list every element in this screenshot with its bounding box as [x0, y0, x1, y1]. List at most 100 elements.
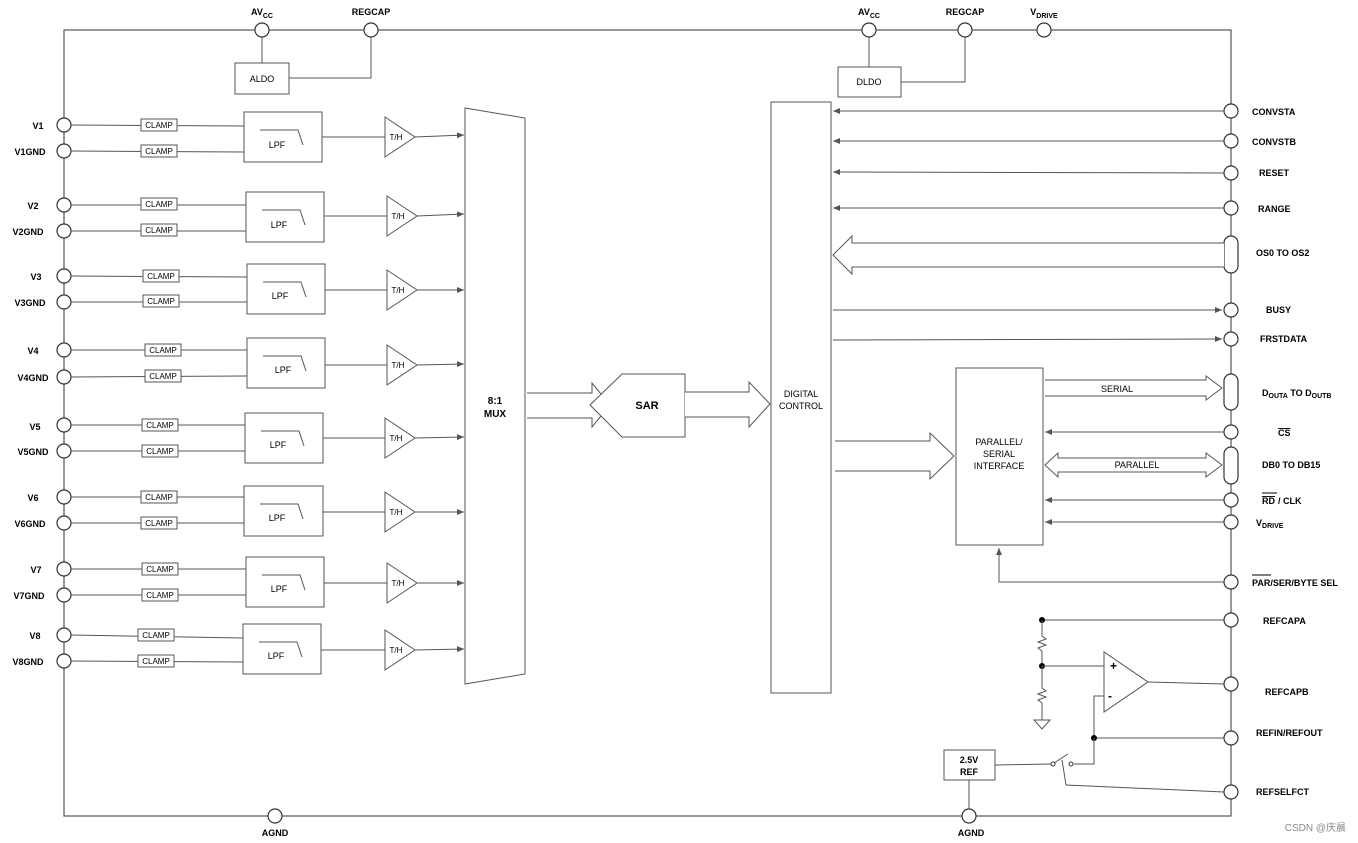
- clamp-box: [141, 418, 179, 432]
- refselfct-label: REFSELFCT: [1256, 787, 1310, 797]
- clamp-label: CLAMP: [142, 631, 170, 640]
- amp-plus: +: [1110, 659, 1117, 673]
- dldo-label: DLDO: [856, 77, 881, 87]
- digital-to-interface-bus: [835, 431, 955, 481]
- busy-pin: [1223, 302, 1239, 318]
- channel-8: V8 V8GND CLAMP CLAMP LPF T/H: [12, 623, 465, 675]
- v5gnd-label: V5GND: [17, 447, 49, 457]
- lpf-block: [246, 337, 326, 389]
- clamp-label: CLAMP: [146, 447, 174, 456]
- lpf-label: LPF: [271, 220, 288, 230]
- svg-text:VDRIVE: VDRIVE: [1030, 7, 1058, 20]
- db-bus-pin: [1223, 446, 1239, 485]
- digital-label-1: DIGITAL: [784, 389, 818, 399]
- amp-minus: -: [1108, 689, 1112, 703]
- svg-text:VDRIVE: VDRIVE: [1256, 518, 1284, 530]
- reference-buffer-amp: [1103, 651, 1149, 713]
- os-bus-arrow: [832, 234, 1224, 276]
- db-label: DB0 TO DB15: [1262, 460, 1320, 470]
- lpf-block: [244, 412, 324, 464]
- top-pin-avcc-left: AVCC: [251, 7, 273, 63]
- dout-a-label: D: [1262, 388, 1269, 398]
- agnd-pin-right: [961, 808, 977, 824]
- clamp-box: [140, 144, 178, 158]
- clamp-label: CLAMP: [147, 297, 175, 306]
- th-label: T/H: [390, 434, 403, 443]
- digital-label-2: CONTROL: [779, 401, 823, 411]
- ground-symbol: [1032, 719, 1052, 730]
- channel-1: V1 V1GND CLAMP CLAMP LPF T/H: [14, 111, 465, 163]
- convsta-label: CONVSTA: [1252, 107, 1296, 117]
- lpf-block: [243, 111, 323, 163]
- v2-label: V2: [27, 201, 38, 211]
- v5-label: V5: [29, 422, 40, 432]
- lpf-label: LPF: [269, 513, 286, 523]
- svg-text:DOUTA TO DOUTB: DOUTA TO DOUTB: [1262, 388, 1332, 400]
- track-hold-amp: [384, 491, 416, 533]
- svg-text:AVCC: AVCC: [858, 7, 880, 20]
- agnd-right-label: AGND: [958, 828, 985, 838]
- clamp-label: CLAMP: [145, 147, 173, 156]
- avcc-left-label: AV: [251, 7, 263, 17]
- th-label: T/H: [392, 361, 405, 370]
- vdrive-top-sub: DRIVE: [1036, 13, 1058, 20]
- clamp-label: CLAMP: [146, 421, 174, 430]
- dldo-block: [837, 66, 902, 98]
- dout-b-label: D: [1305, 388, 1312, 398]
- clamp-box: [142, 269, 180, 283]
- clamp-label: CLAMP: [145, 226, 173, 235]
- top-pin-regcap-left: REGCAP: [289, 7, 390, 79]
- v8gnd-label: V8GND: [12, 657, 44, 667]
- clamp-label: CLAMP: [145, 200, 173, 209]
- th-label: T/H: [392, 286, 405, 295]
- clamp-box: [140, 118, 178, 132]
- vdrive-label: V: [1256, 518, 1262, 528]
- mux-label-1: 8:1: [488, 396, 503, 407]
- track-hold-amp: [386, 195, 418, 237]
- resistor-bottom: [1036, 687, 1048, 704]
- lpf-block: [245, 556, 325, 608]
- th-label: T/H: [390, 133, 403, 142]
- lpf-label: LPF: [275, 365, 292, 375]
- ref-select-switch: [1053, 753, 1069, 764]
- svg-text:AVCC: AVCC: [251, 7, 273, 20]
- ref-label-2: REF: [960, 767, 979, 777]
- track-hold-amp: [384, 116, 416, 158]
- par-ser-sel-label: PAR/SER/BYTE SEL: [1252, 578, 1338, 588]
- channel-6: V6 V6GND CLAMP CLAMP LPF T/H: [14, 485, 464, 537]
- top-pin-regcap-right: REGCAP: [901, 7, 984, 83]
- v8-label: V8: [29, 631, 40, 641]
- channel-7: V7 V7GND CLAMP CLAMP LPF T/H: [13, 556, 464, 608]
- th-label: T/H: [392, 212, 405, 221]
- channel-4: V4 V4GND CLAMP CLAMP LPF T/H: [17, 337, 465, 389]
- clamp-label: CLAMP: [149, 346, 177, 355]
- clamp-box: [141, 444, 179, 458]
- agnd-pin-left: [267, 808, 283, 824]
- sar-to-digital-bus: [685, 380, 771, 429]
- range-pin: [1223, 200, 1239, 216]
- par-ser-sel-pin: [1223, 574, 1239, 590]
- th-label: T/H: [390, 508, 403, 517]
- refcapb-label: REFCAPB: [1265, 687, 1309, 697]
- agnd-left-label: AGND: [262, 828, 289, 838]
- clamp-label: CLAMP: [142, 657, 170, 666]
- clamp-box: [144, 369, 182, 383]
- th-label: T/H: [392, 579, 405, 588]
- lpf-label: LPF: [269, 140, 286, 150]
- dout-bus-pin: [1223, 373, 1239, 411]
- clamp-box: [140, 490, 178, 504]
- mux-label-2: MUX: [484, 409, 507, 420]
- th-label: T/H: [390, 646, 403, 655]
- refcapa-label: REFCAPA: [1263, 616, 1306, 626]
- lpf-label: LPF: [270, 440, 287, 450]
- mux-block: [464, 107, 526, 685]
- v4-label: V4: [27, 346, 38, 356]
- clamp-label: CLAMP: [145, 519, 173, 528]
- reset-label: RESET: [1259, 168, 1290, 178]
- track-hold-amp: [384, 417, 416, 459]
- clamp-box: [140, 516, 178, 530]
- refin-refout-pin: [1223, 730, 1239, 746]
- clamp-box: [142, 294, 180, 308]
- track-hold-amp: [386, 562, 418, 604]
- lpf-block: [246, 263, 326, 315]
